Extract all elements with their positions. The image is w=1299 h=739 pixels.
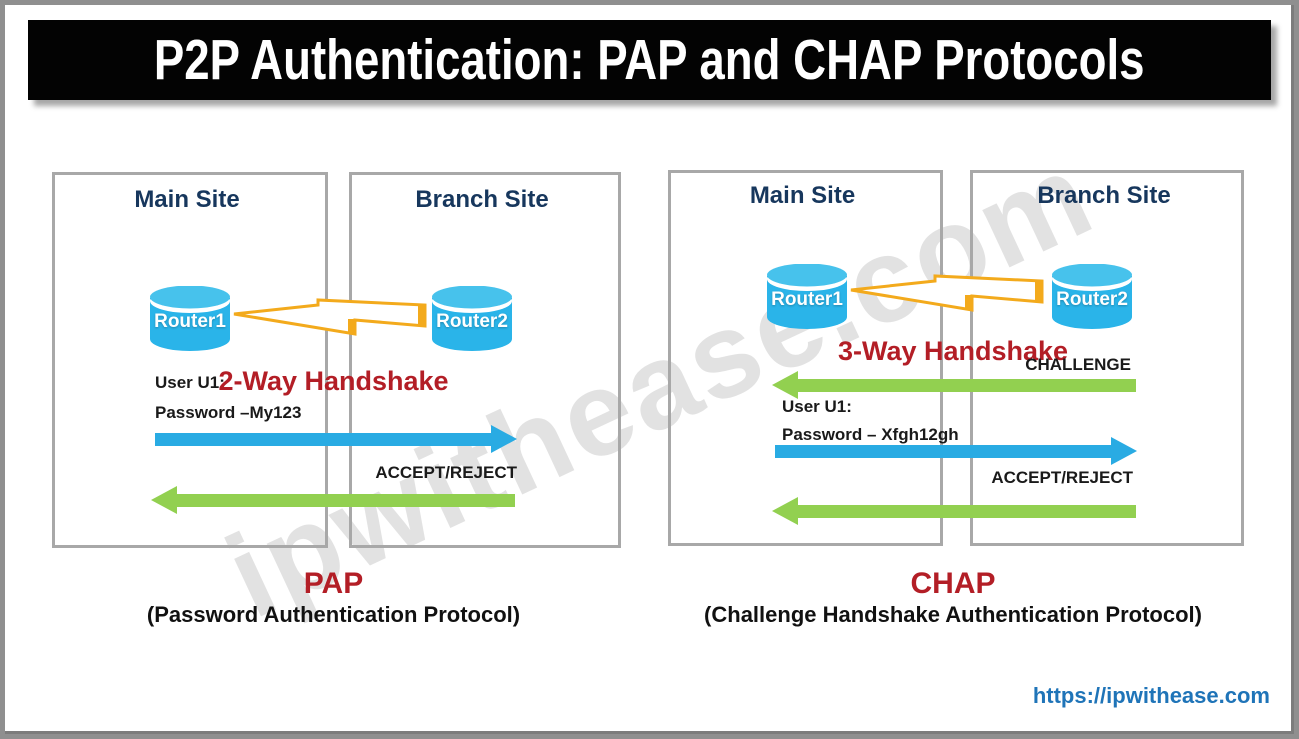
router-cylinder-icon bbox=[150, 285, 230, 351]
router-cylinder-icon bbox=[1052, 263, 1132, 329]
pap-branch-site-box bbox=[349, 172, 621, 548]
arrow-shaft bbox=[155, 432, 491, 446]
router-label: Router1 bbox=[771, 289, 843, 310]
pap-handshake-label: 2-Way Handshake bbox=[218, 366, 449, 396]
chap-challenge-label: CHALLENGE bbox=[1025, 355, 1131, 374]
footer-url: https://ipwithease.com bbox=[1032, 683, 1270, 708]
chap-handshake-label: 3-Way Handshake bbox=[837, 336, 1069, 366]
pap-accept-reject-label: ACCEPT/REJECT bbox=[375, 463, 517, 482]
chap-challenge-arrow bbox=[772, 371, 1136, 399]
pap-acronym: PAP bbox=[303, 567, 364, 600]
arrow-head-right bbox=[1111, 437, 1137, 465]
chap-router2: Router2 bbox=[1052, 263, 1132, 330]
arrow-shaft bbox=[177, 493, 515, 507]
router-label: Router2 bbox=[1056, 289, 1128, 310]
arrow-shaft bbox=[775, 444, 1111, 458]
pap-credentials-arrow bbox=[155, 425, 517, 453]
page-title: P2P Authentication: PAP and CHAP Protoco… bbox=[154, 28, 1145, 92]
pap-router1: Router1 bbox=[150, 285, 230, 352]
pap-router2: Router2 bbox=[432, 285, 512, 352]
router-label: Router2 bbox=[436, 311, 508, 332]
pap-user-line: User U1: bbox=[155, 373, 225, 392]
pap-full-name: (Password Authentication Protocol) bbox=[146, 602, 521, 627]
router-cylinder-icon bbox=[767, 263, 847, 329]
chap-accept-reject-label: ACCEPT/REJECT bbox=[991, 468, 1133, 487]
chap-user-line: User U1: bbox=[782, 397, 852, 416]
chap-response-arrow bbox=[775, 437, 1137, 465]
arrow-head-left bbox=[772, 497, 798, 525]
router-cylinder-icon bbox=[432, 285, 512, 351]
chap-acronym: CHAP bbox=[910, 567, 996, 600]
pap-main-site-box bbox=[52, 172, 328, 548]
chap-branch-site-box bbox=[970, 170, 1244, 546]
chap-branch-site-title: Branch Site bbox=[1037, 182, 1171, 209]
pap-password-line: Password –My123 bbox=[155, 403, 302, 422]
title-bar: P2P Authentication: PAP and CHAP Protoco… bbox=[28, 20, 1271, 100]
arrow-head-left bbox=[772, 371, 798, 399]
chap-router1: Router1 bbox=[767, 263, 847, 330]
router-label: Router1 bbox=[154, 311, 226, 332]
chap-password-line: Password – Xfgh12gh bbox=[782, 425, 959, 444]
arrow-head-right bbox=[491, 425, 517, 453]
lightning-link-icon bbox=[233, 298, 427, 336]
chap-accept-reject-arrow bbox=[772, 497, 1136, 525]
lightning-link-icon bbox=[850, 274, 1044, 312]
pap-main-site-title: Main Site bbox=[134, 186, 240, 213]
pap-branch-site-title: Branch Site bbox=[415, 186, 549, 213]
pap-accept-reject-arrow bbox=[151, 486, 515, 514]
chap-full-name: (Challenge Handshake Authentication Prot… bbox=[704, 602, 1202, 627]
chap-main-site-title: Main Site bbox=[749, 182, 856, 209]
arrow-shaft bbox=[798, 504, 1136, 518]
chap-main-site-box bbox=[668, 170, 943, 546]
arrow-shaft bbox=[798, 378, 1136, 392]
arrow-head-left bbox=[151, 486, 177, 514]
